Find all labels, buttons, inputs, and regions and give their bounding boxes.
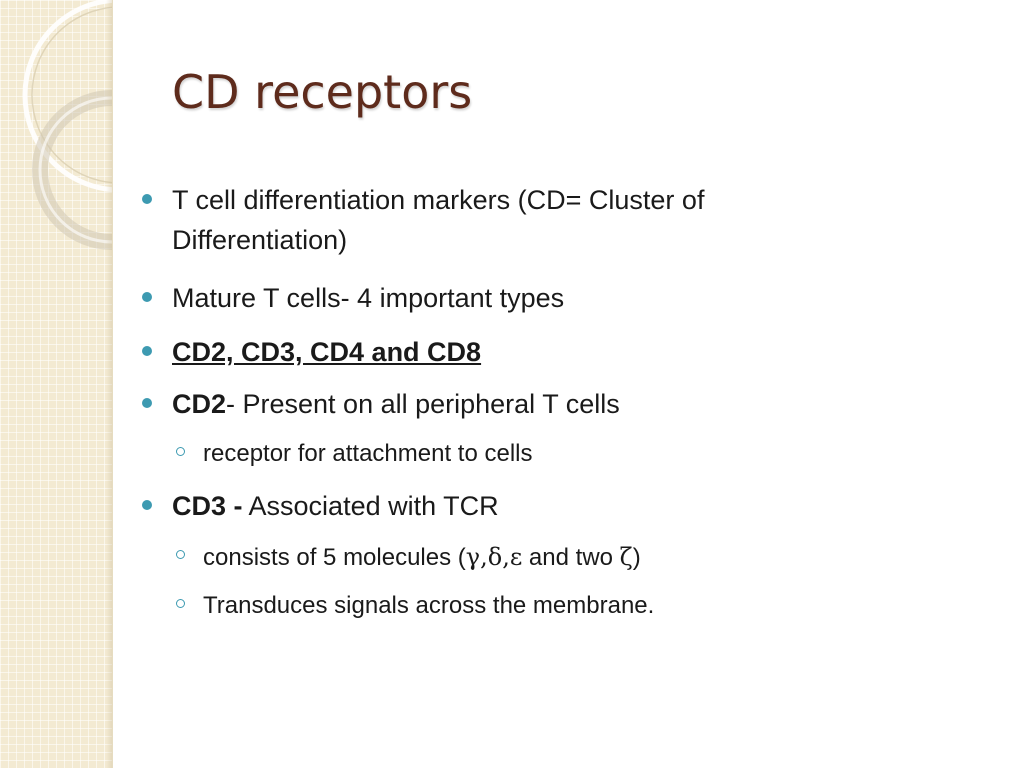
subbullet-text: Transduces signals across the membrane. [203, 592, 655, 619]
bullet-item: T cell differentiation markers (CD= Clus… [142, 180, 892, 260]
decorative-side-strip [0, 0, 113, 768]
bullet-text: Associated with TCR [242, 491, 499, 521]
subbullet-item: Transduces signals across the membrane. [176, 589, 903, 623]
subbullet-ring-icon [176, 447, 185, 456]
subbullet-text-prefix: consists of 5 molecules ( [203, 544, 466, 571]
bullet-item: Mature T cells- 4 important types [142, 278, 892, 318]
greek-letter-zeta: ζ [619, 543, 633, 571]
bullet-dot-icon [142, 346, 152, 356]
subbullet-ring-icon [176, 599, 185, 608]
decorative-circles [22, 0, 112, 250]
strip-shadow [106, 0, 112, 768]
subbullet-text-suffix: ) [632, 544, 641, 571]
bullet-text: Mature T cells- 4 important types [172, 283, 565, 313]
bullet-item: CD2, CD3, CD4 and CD8 [142, 332, 892, 372]
bullet-dot-icon [142, 292, 152, 302]
bullet-text-continued: Differentiation) [172, 225, 348, 255]
bullet-dot-icon [142, 500, 152, 510]
bullet-dot-icon [142, 398, 152, 408]
bullet-text: - Present on all peripheral T cells [226, 389, 620, 419]
slide-title: CD receptors [172, 65, 473, 119]
subbullet-item: receptor for attachment to cells [176, 437, 903, 471]
bullet-text-emphasis: CD2, CD3, CD4 and CD8 [172, 337, 482, 367]
bullet-text: T cell differentiation markers (CD= Clus… [172, 185, 705, 215]
subbullet-text-middle: and two [522, 544, 620, 571]
bullet-term: CD2 [172, 389, 227, 419]
bullet-item: CD3 - Associated with TCR [142, 486, 892, 526]
subbullet-ring-icon [176, 550, 185, 559]
bullet-term: CD3 - [172, 491, 243, 521]
bullet-dot-icon [142, 194, 152, 204]
subbullet-item: consists of 5 molecules (γ,δ,ε and two ζ… [176, 540, 903, 575]
bullet-item: CD2- Present on all peripheral T cells [142, 384, 892, 424]
subbullet-text: receptor for attachment to cells [203, 440, 533, 467]
greek-letters: γ,δ,ε [465, 543, 523, 571]
